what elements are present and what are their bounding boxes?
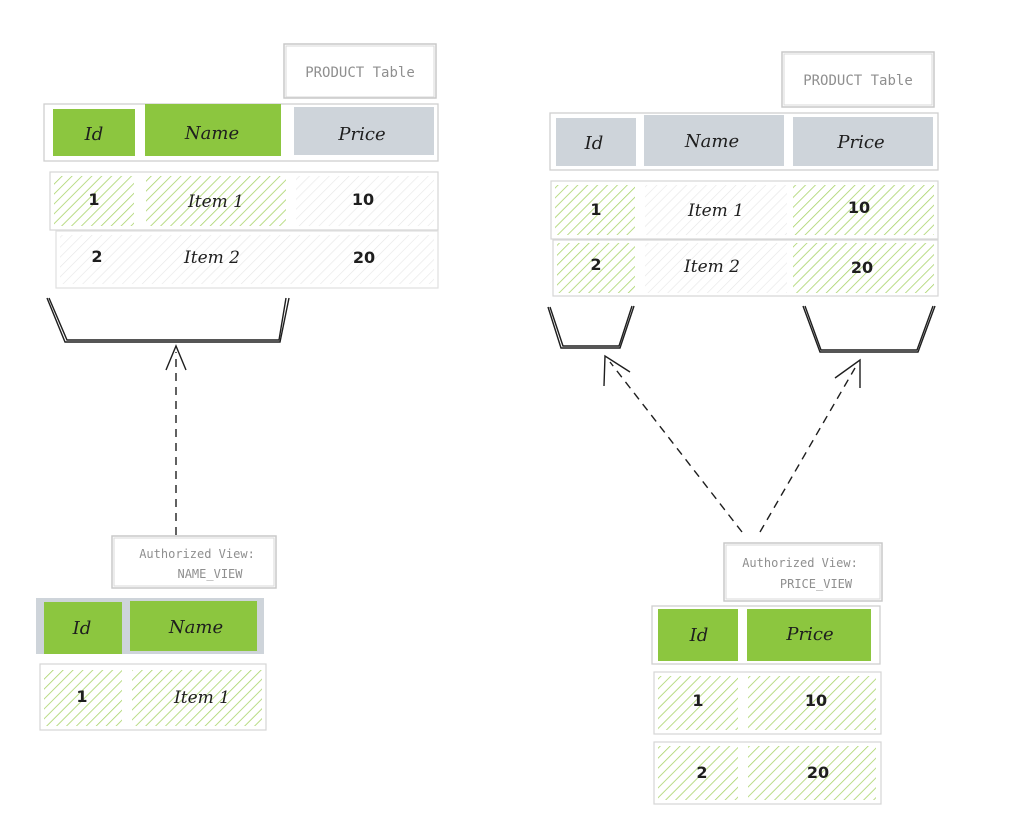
right-header-name-cell [644, 115, 784, 166]
left-view-label-line2: NAME_VIEW [177, 567, 243, 581]
right-view-row2-outline [653, 741, 882, 805]
right-row1-name-cell [645, 185, 787, 235]
right-view-label-box: Authorized View: PRICE_VIEW [723, 542, 883, 602]
right-view-label-line2: PRICE_VIEW [780, 577, 853, 591]
right-row1-price-cell [793, 185, 934, 235]
right-dashed-arrow-to-price [759, 358, 861, 533]
right-view-header-outline [651, 605, 881, 665]
right-header-name: Name [684, 131, 739, 152]
left-product-table: PRODUCT Table Id Name Price 1 Item 1 10 … [43, 43, 439, 289]
left-view-row1-id: 1 [76, 687, 87, 706]
right-view-header-price-cell [747, 609, 871, 661]
right-view-label-line1: Authorized View: [742, 556, 858, 570]
right-dashed-arrow-to-id [603, 354, 743, 533]
right-view-row1-outline [653, 671, 882, 735]
left-bracket [46, 297, 290, 343]
right-price-bracket [802, 305, 936, 353]
right-view-row2-price: 20 [807, 763, 829, 782]
left-header-price-cell [294, 107, 434, 155]
left-view-header-id-cell [44, 602, 122, 654]
left-row1-id-cell [54, 176, 134, 226]
right-view-row1-price-cell [748, 676, 876, 730]
right-row1-outline [550, 180, 939, 240]
right-view-header-price: Price [785, 624, 833, 645]
right-row1-price: 10 [848, 198, 870, 217]
left-header-id: Id [84, 124, 104, 145]
left-view-header-name-cell [130, 601, 257, 651]
left-row2-id: 2 [91, 247, 102, 266]
right-product-table: PRODUCT Table Id Name Price 1 Item 1 10 … [549, 51, 939, 297]
right-header-price: Price [836, 132, 884, 153]
left-header-name-cell [145, 104, 281, 156]
left-row1-name: Item 1 [187, 192, 244, 212]
left-view-table: Id Name 1 Item 1 [36, 598, 267, 731]
right-header-id-cell [556, 118, 636, 166]
left-header-id-cell [53, 109, 135, 156]
left-row2-price: 20 [353, 248, 375, 267]
right-row2-id-cell [557, 243, 635, 293]
left-row1-outline [49, 171, 439, 231]
right-header-id: Id [584, 133, 604, 154]
left-header-price: Price [337, 124, 385, 145]
left-view-label-box: Authorized View: NAME_VIEW [111, 535, 277, 589]
left-row1-price: 10 [352, 190, 374, 209]
left-row1-name-cell [146, 176, 286, 226]
right-table-label: PRODUCT Table [803, 73, 913, 89]
left-view-header-id: Id [72, 618, 92, 639]
right-view-row2-id: 2 [696, 763, 707, 782]
right-view-row1-id: 1 [692, 691, 703, 710]
left-row2-name: Item 2 [183, 248, 240, 268]
right-view-row1-price: 10 [805, 691, 827, 710]
right-view-header-id-cell [658, 609, 738, 661]
left-header-name: Name [184, 123, 239, 144]
right-row1-id: 1 [590, 200, 601, 219]
left-view-row1-id-cell [44, 670, 122, 726]
left-view-row1-outline [39, 663, 267, 731]
right-row2-price: 20 [851, 258, 873, 277]
left-view-label-line1: Authorized View: [139, 547, 255, 561]
left-view-row1-name-cell [132, 670, 262, 726]
right-row2-id: 2 [590, 255, 601, 274]
right-row2-name: Item 2 [683, 257, 740, 277]
right-view-header-id: Id [689, 625, 709, 646]
right-row2-name-cell [645, 243, 787, 293]
right-id-bracket [547, 305, 635, 349]
left-row2-fill [60, 235, 434, 284]
left-dashed-arrow [165, 344, 187, 535]
left-view-header-name: Name [168, 617, 223, 638]
left-row1-price-cell [296, 176, 434, 226]
left-row1-id: 1 [88, 190, 99, 209]
right-header-outline [549, 112, 939, 171]
right-row1-name: Item 1 [687, 201, 744, 221]
right-view-row2-price-cell [748, 746, 876, 800]
right-row2-price-cell [793, 243, 934, 293]
right-view-row2-id-cell [658, 746, 738, 800]
right-view-row1-id-cell [658, 676, 738, 730]
right-header-price-cell [793, 117, 933, 166]
right-row1-id-cell [555, 185, 635, 235]
right-view-table: Id Price 1 10 2 20 [651, 605, 882, 805]
left-table-label: PRODUCT Table [305, 65, 415, 81]
left-table-label-box: PRODUCT Table [283, 43, 437, 99]
right-row2-outline [552, 239, 939, 297]
left-row2-outline [55, 230, 439, 289]
right-table-label-box: PRODUCT Table [781, 51, 935, 108]
left-view-row1-name: Item 1 [173, 688, 230, 708]
